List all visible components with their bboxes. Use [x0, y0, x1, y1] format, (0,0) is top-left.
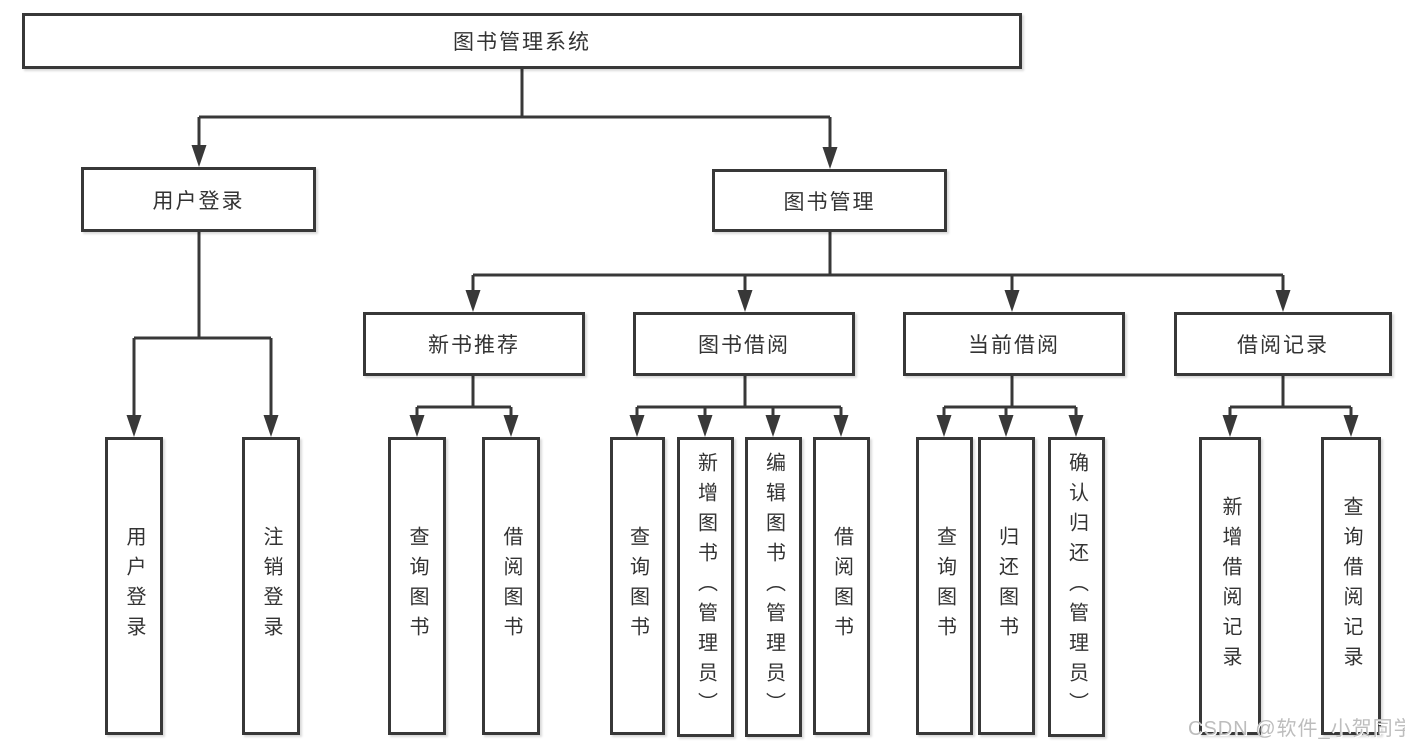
leaf-logout: 注销登录 — [242, 437, 300, 735]
node-new-book-rec: 新书推荐 — [363, 312, 585, 376]
connector-current-borrow-branch — [942, 376, 1078, 419]
leaf-borrow-borrow-books: 借阅图书 — [813, 437, 870, 735]
leaf-logout-label: 注销登录 — [260, 526, 282, 646]
connector-book-mgmt-branch — [471, 232, 1285, 294]
connector-user-login-branch — [132, 232, 273, 419]
leaf-current-query-books-label: 查询图书 — [933, 526, 956, 646]
leaf-borrow-query-books: 查询图书 — [610, 437, 665, 735]
connector-root-branch — [197, 69, 832, 151]
node-borrow-records-label: 借阅记录 — [1237, 334, 1329, 357]
leaf-current-confirm-return-admin: 确认归还（管理员） — [1048, 437, 1105, 737]
node-current-borrow: 当前借阅 — [903, 312, 1125, 376]
leaf-records-add-record-label: 新增借阅记录 — [1219, 496, 1241, 676]
node-root-system: 图书管理系统 — [22, 13, 1022, 69]
node-book-borrow-label: 图书借阅 — [698, 334, 790, 357]
leaf-borrow-add-books-admin: 新增图书（管理员） — [677, 437, 734, 737]
arrowheads-borrow-records-branch — [1222, 415, 1359, 437]
arrowheads-book-mgmt-branch — [465, 290, 1291, 312]
leaf-borrow-borrow-books-label: 借阅图书 — [830, 526, 853, 646]
leaf-borrow-query-books-label: 查询图书 — [626, 526, 649, 646]
leaf-borrow-edit-books-admin: 编辑图书（管理员） — [745, 437, 802, 737]
node-book-borrow: 图书借阅 — [633, 312, 855, 376]
leaf-current-return-books-label: 归还图书 — [995, 526, 1018, 646]
leaf-user-login-label: 用户登录 — [123, 526, 145, 646]
node-current-borrow-label: 当前借阅 — [968, 334, 1060, 357]
leaf-records-query-record: 查询借阅记录 — [1321, 437, 1381, 735]
node-book-mgmt: 图书管理 — [712, 169, 947, 232]
csdn-watermark: CSDN @软件_小贺同学 — [1188, 718, 1405, 740]
node-user-login-label: 用户登录 — [152, 189, 245, 213]
connector-new-book-branch — [415, 376, 513, 419]
connector-book-borrow-branch — [635, 376, 843, 419]
node-user-login: 用户登录 — [81, 167, 316, 232]
leaf-current-confirm-return-admin-label: 确认归还（管理员） — [1065, 452, 1088, 722]
leaf-newbook-query-books-label: 查询图书 — [406, 526, 428, 646]
arrowheads-book-borrow-branch — [629, 415, 849, 437]
leaf-newbook-borrow-books: 借阅图书 — [482, 437, 540, 735]
node-book-mgmt-label: 图书管理 — [783, 190, 876, 214]
node-new-book-rec-label: 新书推荐 — [428, 334, 520, 357]
leaf-borrow-add-books-admin-label: 新增图书（管理员） — [694, 452, 717, 722]
arrowheads-user-login-branch — [126, 415, 279, 437]
leaf-records-add-record: 新增借阅记录 — [1199, 437, 1261, 735]
leaf-newbook-borrow-books-label: 借阅图书 — [500, 526, 522, 646]
leaf-newbook-query-books: 查询图书 — [388, 437, 446, 735]
arrowheads-current-borrow-branch — [936, 415, 1084, 437]
arrowheads-root-branch — [191, 145, 838, 169]
leaf-current-return-books: 归还图书 — [978, 437, 1035, 735]
leaf-current-query-books: 查询图书 — [916, 437, 973, 735]
leaf-user-login: 用户登录 — [105, 437, 163, 735]
arrowheads-new-book-branch — [409, 415, 519, 437]
node-borrow-records: 借阅记录 — [1174, 312, 1392, 376]
leaf-borrow-edit-books-admin-label: 编辑图书（管理员） — [762, 452, 785, 722]
leaf-records-query-record-label: 查询借阅记录 — [1340, 496, 1362, 676]
connector-borrow-records-branch — [1228, 376, 1353, 419]
node-root-system-label: 图书管理系统 — [453, 31, 591, 54]
